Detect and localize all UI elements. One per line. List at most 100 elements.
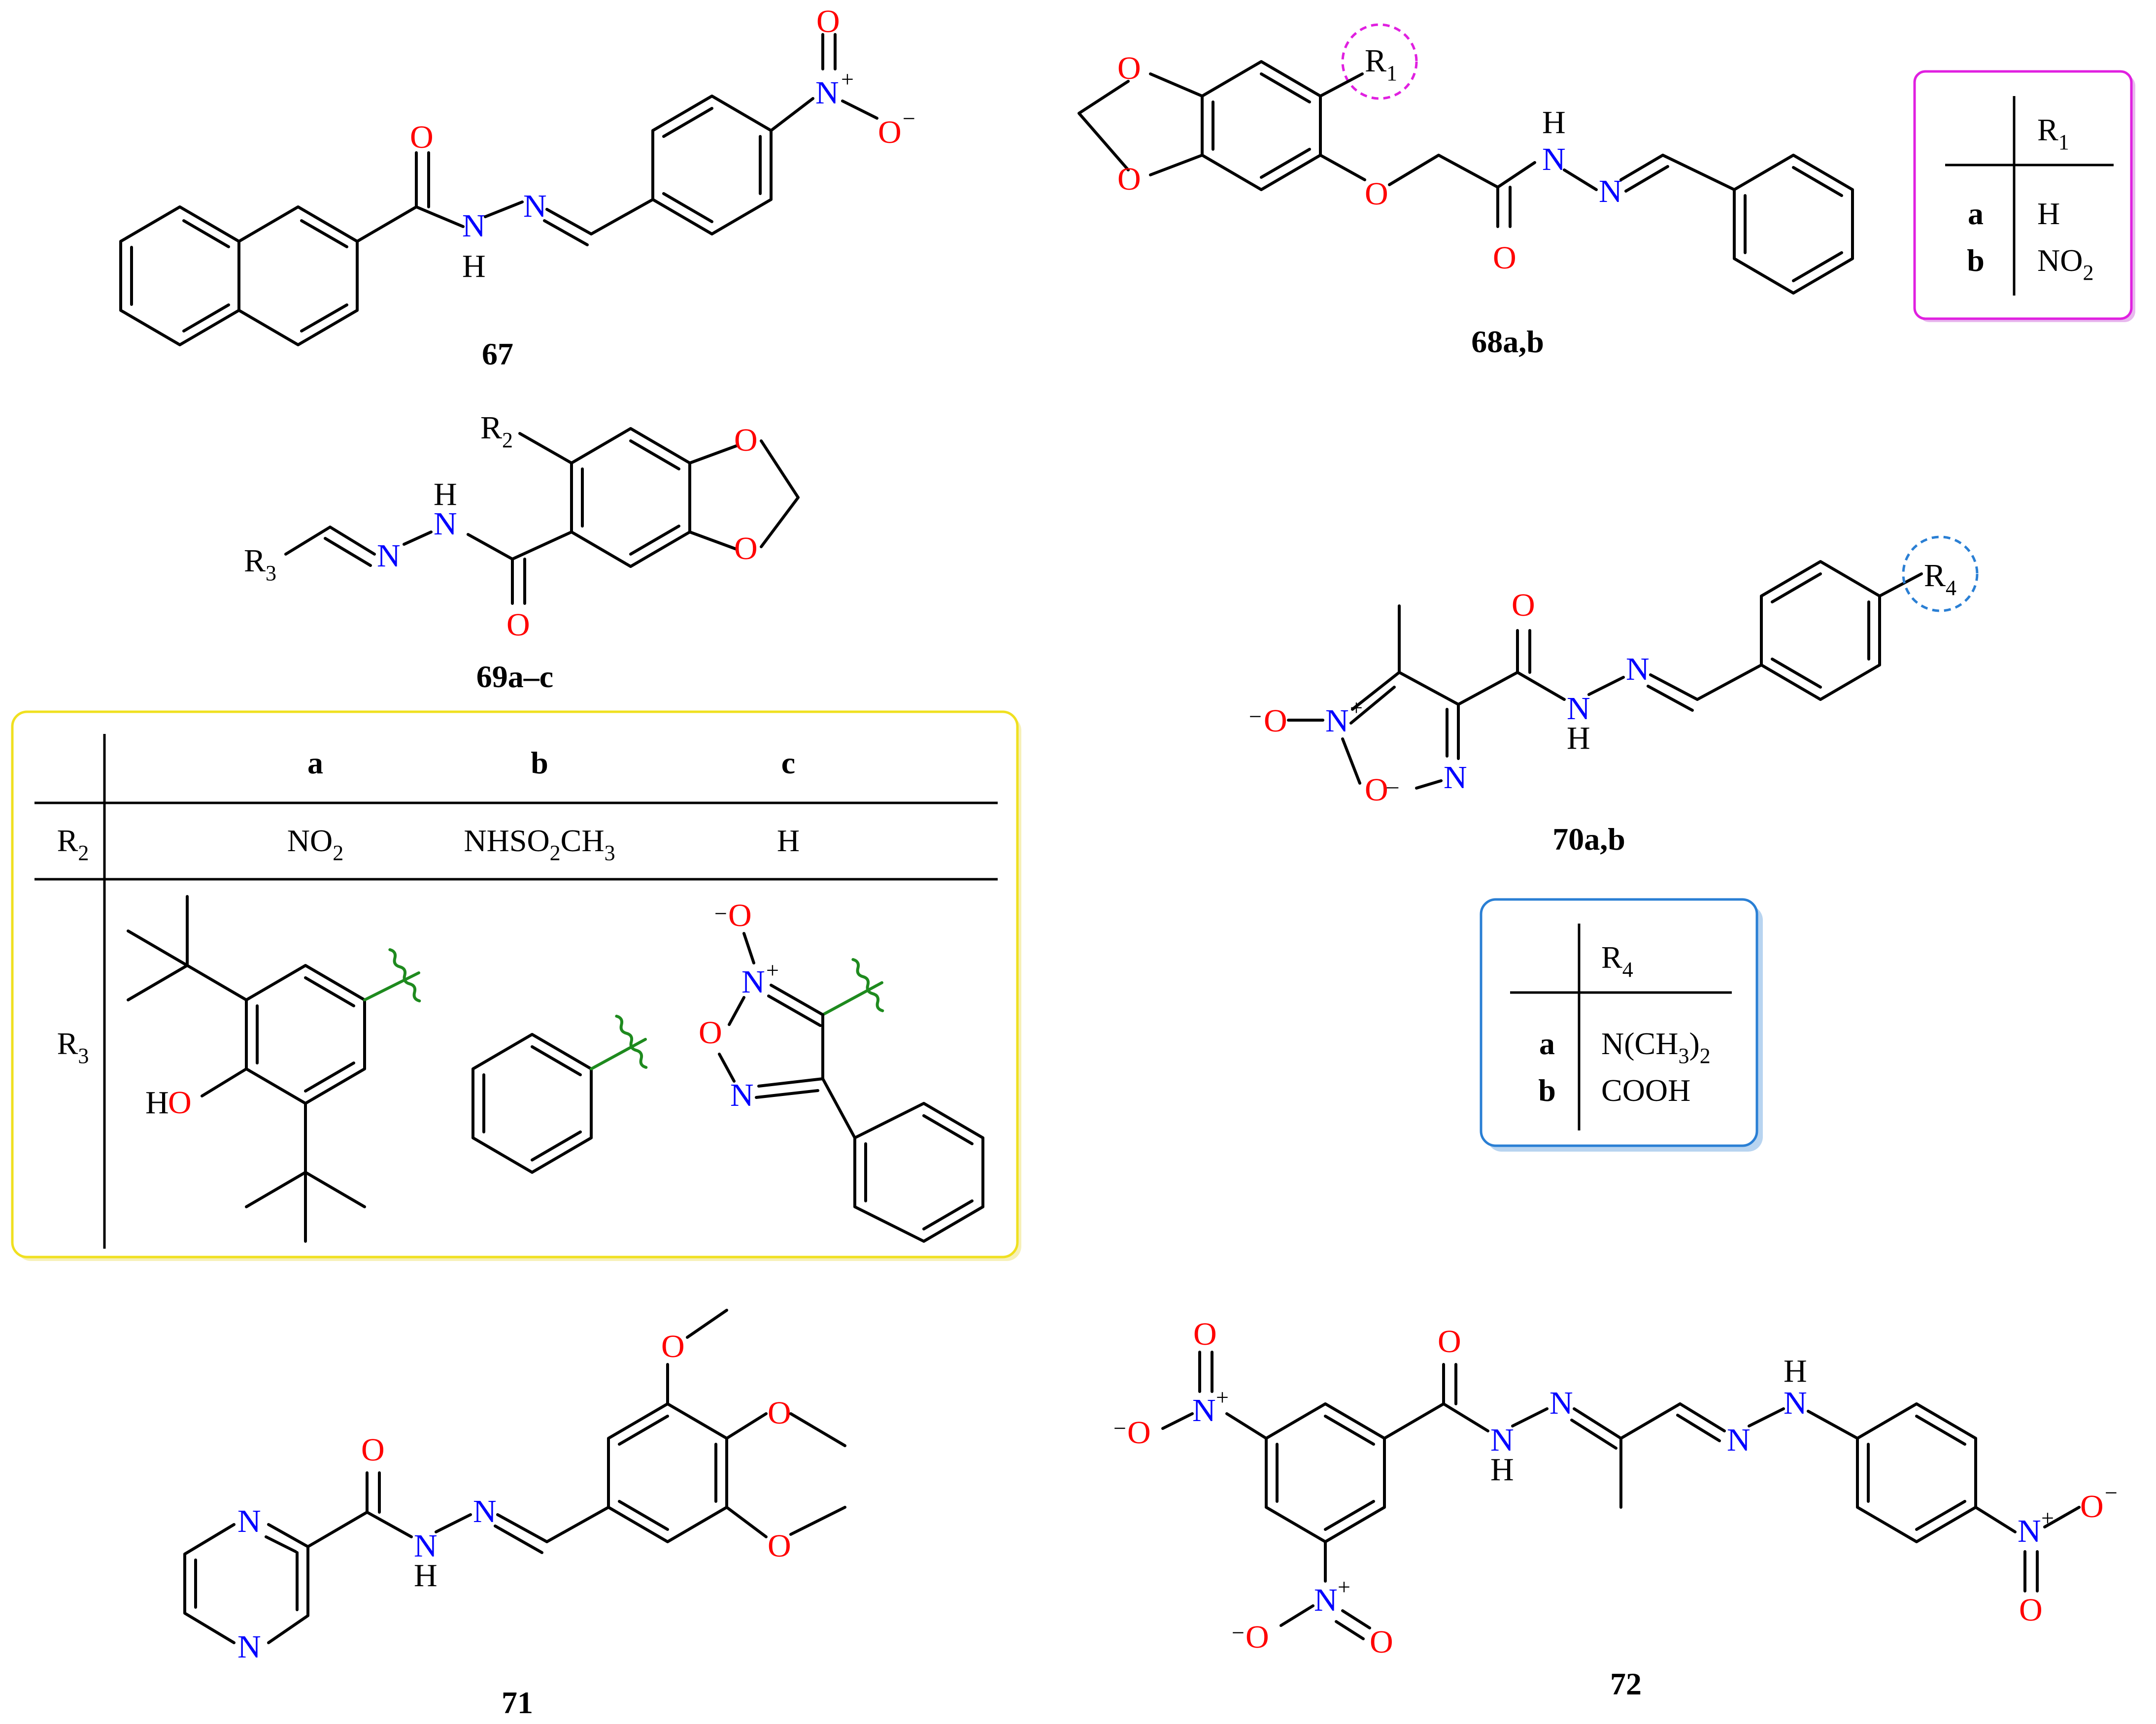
table-69-r2-b: NHSO2CH3 (464, 823, 615, 865)
table-r4: R4 a N(CH3)2 b COOH (1480, 898, 1763, 1152)
nitro-oxygen-anion: O (1246, 1619, 1269, 1655)
nitro-oxygen: O (1193, 1316, 1217, 1352)
benzodioxole-ring (570, 427, 691, 568)
imine-nitrogen: N (1599, 173, 1622, 209)
amide-nitrogen: N (462, 208, 486, 244)
amide-hydrogen: H (1542, 104, 1566, 140)
methoxy-oxygen: O (768, 1528, 791, 1564)
amide-nitrogen: N (434, 506, 457, 542)
svg-text:−: − (903, 106, 915, 131)
compound-label-67: 67 (482, 336, 513, 371)
svg-text:−: − (714, 901, 727, 926)
hydroxyl-hydrogen: H (145, 1085, 169, 1121)
r3-structure-a: H O (127, 895, 421, 1243)
compound-69: R2 O O O H N N R3 69a–c (244, 410, 800, 694)
table-69-col-b: b (531, 745, 548, 780)
table-69: a b c R2 NO2 NHSO2CH3 H R3 H O (11, 710, 1021, 1261)
dioxole-oxygen: O (734, 422, 758, 458)
phenyl-ring (1760, 560, 1881, 701)
nitro-nitrogen: N (815, 75, 839, 111)
table-r4-value-a: N(CH3)2 (1601, 1026, 1711, 1068)
carbonyl-oxygen: O (1493, 240, 1516, 276)
compound-label-68: 68a,b (1471, 324, 1544, 359)
nitro-oxygen: O (816, 3, 840, 39)
amide-hydrogen: H (1567, 720, 1590, 756)
amide-hydrogen: H (434, 476, 457, 512)
hydrazine-nitrogen: N (1784, 1385, 1807, 1421)
carbonyl-oxygen: O (361, 1432, 385, 1468)
compound-label-69: 69a–c (476, 659, 553, 694)
svg-text:−: − (1232, 1620, 1245, 1645)
carbonyl-oxygen: O (506, 607, 530, 643)
dinitrophenyl-ring (1265, 1402, 1386, 1543)
ether-oxygen: O (1365, 176, 1388, 212)
naphthalene-ring (119, 205, 359, 346)
compound-68: O O R1 O O H N N 68a,b (1078, 23, 1854, 359)
furoxan-nitrogen-plus: N (1325, 703, 1349, 739)
compound-72: N + O − O N + − O O O N H N N H N (1113, 1316, 2118, 1701)
trimethoxyphenyl-ring (607, 1402, 728, 1543)
carbonyl-oxygen: O (1512, 587, 1535, 623)
table-r1-value-b: NO2 (2037, 243, 2093, 285)
compound-70: − O N + N O – O N H N R4 (1249, 535, 1979, 857)
hydrazone-nitrogen: N (1550, 1385, 1573, 1421)
imine-nitrogen: N (523, 188, 547, 224)
table-69-col-c: c (781, 745, 795, 780)
compound-label-71: 71 (502, 1685, 533, 1720)
compound-label-70: 70a,b (1552, 822, 1625, 857)
imine-nitrogen: N (1626, 651, 1650, 687)
r1-substituent: R1 (1365, 43, 1397, 85)
table-r4-key-a: a (1539, 1026, 1555, 1061)
svg-text:+: + (1216, 1385, 1229, 1410)
dioxole-oxygen: O (1117, 50, 1141, 86)
n-oxide-oxygen: O (1264, 703, 1287, 739)
table-69-row-r3-label: R3 (57, 1026, 89, 1068)
nitro-nitrogen: N (1192, 1392, 1216, 1428)
amide-nitrogen: N (414, 1528, 438, 1564)
svg-text:+: + (1338, 1574, 1350, 1599)
svg-text:+: + (841, 66, 854, 92)
amide-hydrogen: H (414, 1558, 438, 1593)
imine-nitrogen: N (473, 1493, 497, 1529)
table-r1-value-a: H (2037, 196, 2060, 231)
hydroxyl-oxygen: O (168, 1085, 192, 1121)
amide-hydrogen: H (1490, 1452, 1514, 1488)
pyrazine-nitrogen: N (237, 1629, 261, 1665)
nitro-nitrogen: N (1314, 1582, 1338, 1618)
hydrazone-nitrogen: N (1727, 1422, 1751, 1458)
phenyl-ring (1733, 154, 1854, 295)
dioxole-oxygen: O (1117, 161, 1141, 197)
amide-nitrogen: N (1567, 691, 1590, 727)
methoxy-oxygen: O (768, 1395, 791, 1431)
table-r1: R1 a H b NO2 (1913, 70, 2135, 322)
r2-substituent: R2 (480, 410, 513, 452)
furoxan-oxygen: O (699, 1015, 722, 1051)
r3-substituent: R3 (244, 543, 276, 585)
table-r1-key-b: b (1967, 243, 1985, 278)
table-r1-key-a: a (1968, 196, 1984, 231)
r4-substituent: R4 (1924, 558, 1956, 600)
table-69-col-a: a (307, 745, 323, 780)
furoxan-nitrogen: N (1444, 760, 1467, 796)
table-r4-key-b: b (1538, 1073, 1556, 1108)
svg-text:+: + (766, 958, 779, 983)
imine-nitrogen: N (377, 538, 401, 574)
table-r4-value-b: COOH (1601, 1073, 1690, 1108)
pyrazine-nitrogen: N (237, 1503, 261, 1539)
table-69-r2-c: H (777, 823, 800, 858)
amide-nitrogen: N (1490, 1422, 1514, 1458)
nitro-oxygen-anion: O (2080, 1489, 2104, 1525)
nitro-oxygen: O (1370, 1624, 1393, 1660)
svg-text:–: – (1386, 773, 1399, 798)
carbonyl-oxygen: O (410, 119, 434, 155)
furoxan-nitrogen: N (730, 1077, 754, 1113)
nitro-oxygen-anion: O (878, 114, 902, 150)
amide-nitrogen: N (1542, 141, 1566, 177)
svg-text:−: − (1249, 704, 1262, 729)
nitro-oxygen: O (2019, 1592, 2043, 1628)
r3-structure-c: − O N + O N (699, 897, 984, 1243)
hydrazine-hydrogen: H (1784, 1353, 1807, 1389)
svg-text:−: − (2105, 1480, 2118, 1505)
methoxy-oxygen: O (661, 1328, 685, 1364)
